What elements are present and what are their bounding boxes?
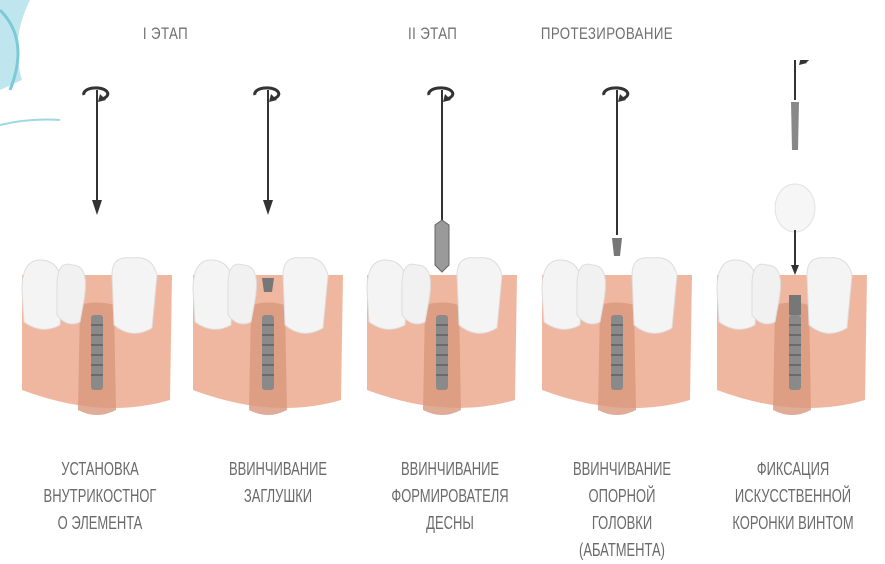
- implant-screw: [789, 315, 801, 390]
- cover-screw-illustration: [183, 60, 353, 460]
- step-panel-5: [707, 60, 877, 460]
- step-panel-3: [357, 60, 527, 460]
- tooth-left: [193, 260, 233, 329]
- step-caption-1: УСТАНОВКА ВНУТРИКОСТНОГ О ЭЛЕМЕНТА: [35, 456, 165, 537]
- tooth-mid: [57, 264, 86, 324]
- arrow-head-icon: [92, 200, 102, 215]
- crown-fixation-illustration: [707, 60, 877, 460]
- step-caption-2: ВВИНЧИВАНИЕ ЗАГЛУШКИ: [213, 456, 343, 510]
- tooth-right: [112, 258, 157, 334]
- rotation-arrow-icon: [84, 88, 108, 102]
- tooth-mid: [752, 264, 781, 324]
- tooth-mid: [577, 264, 606, 324]
- crown: [775, 184, 815, 232]
- step-caption-3: ВВИНЧИВАНИЕ ФОРМИРОВАТЕЛЯ ДЕСНЫ: [385, 456, 515, 537]
- rotation-arrow-icon: [785, 60, 809, 65]
- stage-label-1: I ЭТАП: [143, 24, 213, 44]
- implant-screw: [436, 315, 448, 390]
- step-panel-2: [183, 60, 353, 460]
- tooth-left: [717, 260, 757, 329]
- step-caption-5: ФИКСАЦИЯ ИСКУССТВЕННОЙ КОРОНКИ ВИНТОМ: [728, 456, 858, 537]
- tooth-mid: [228, 264, 257, 324]
- step-caption-4: ВВИНЧИВАНИЕ ОПОРНОЙ ГОЛОВКИ (АБАТМЕНТА): [557, 456, 687, 564]
- implant-screw: [262, 315, 274, 390]
- implant-screw: [611, 315, 623, 390]
- healing-cap: [435, 220, 449, 272]
- cover-screw: [262, 278, 274, 292]
- arrow-head-icon: [263, 200, 273, 215]
- tooth-right: [283, 258, 328, 334]
- tooth-right: [632, 258, 677, 334]
- stage-label-2: II ЭТАП: [408, 24, 486, 44]
- tooth-left: [22, 260, 62, 329]
- tooth-right: [457, 258, 502, 334]
- stage-label-3: ПРОТЕЗИРОВАНИЕ: [541, 24, 689, 44]
- tooth-mid: [402, 264, 431, 324]
- step-panel-1: [12, 60, 182, 460]
- tooth-left: [542, 260, 582, 329]
- arrow-head-icon: [791, 265, 799, 275]
- abutment-part: [612, 238, 622, 256]
- fixing-screw: [791, 102, 799, 150]
- tooth-right: [807, 258, 852, 334]
- implant-installation-illustration: [12, 60, 182, 460]
- rotation-arrow-icon: [255, 88, 279, 102]
- implant-screw: [91, 315, 103, 390]
- rotation-arrow-icon: [429, 88, 453, 102]
- healing-abutment-illustration: [357, 60, 527, 460]
- abutment-part: [789, 295, 801, 315]
- rotation-arrow-icon: [604, 88, 628, 102]
- abutment-illustration: [532, 60, 702, 460]
- step-panel-4: [532, 60, 702, 460]
- tooth-left: [367, 260, 407, 329]
